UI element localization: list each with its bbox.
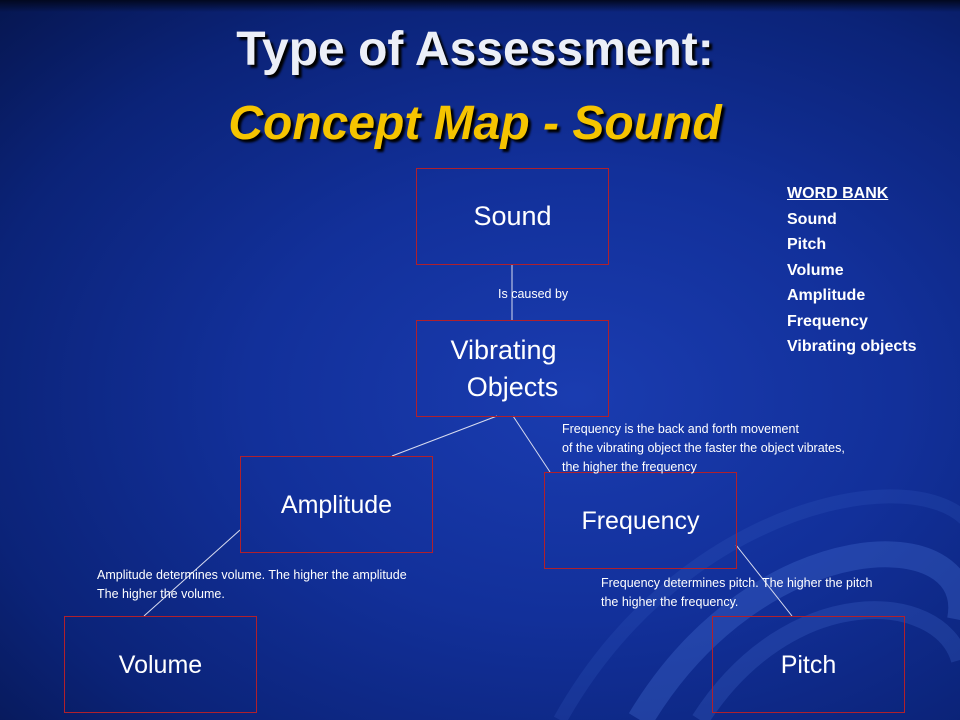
word-bank-item: Vibrating objects [787,338,917,355]
node-vibrating-objects: Vibrating Objects [416,320,609,417]
slide-title-line2: Concept Map - Sound [228,97,722,150]
node-frequency: Frequency [544,472,737,569]
node-volume-label: Volume [118,650,203,679]
node-volume: Volume [64,616,257,713]
node-frequency-label: Frequency [581,506,700,535]
link-label-frequency-line3: the higher the frequency [562,460,697,474]
node-amplitude: Amplitude [240,456,433,553]
link-label-amplitude-line1: Amplitude determines volume. The higher … [97,568,407,582]
word-bank-item: Sound [787,210,837,228]
connector-amplitude-volume [143,529,241,617]
connector-vibrating-amplitude [391,415,498,457]
word-bank-item: Amplitude [787,287,866,304]
node-amplitude-label: Amplitude [280,490,393,519]
link-label-frequency-definition: Frequency is the back and forth movement… [562,420,845,477]
word-bank: WORD BANK Sound Pitch Volume Amplitude F… [787,181,917,360]
node-pitch-label: Pitch [780,650,837,679]
word-bank-item: Frequency [787,312,868,330]
link-label-caused-by: Is caused by [498,287,569,301]
link-label-frequency-pitch: Frequency determines pitch. The higher t… [601,574,872,612]
node-sound-label: Sound [473,201,552,232]
word-bank-item: Volume [787,261,844,279]
word-bank-title: WORD BANK [787,185,889,202]
link-label-amplitude-line2: The higher the volume. [97,587,225,601]
node-vibrating-label-line2: Objects [466,371,559,402]
link-label-frequency-line1: Frequency is the back and forth movement [562,422,799,436]
node-pitch: Pitch [712,616,905,713]
link-label-pitch-line1: Frequency determines pitch. The higher t… [601,576,873,590]
slide-title-line1: Type of Assessment: [236,23,714,76]
link-label-pitch-line2: the higher the frequency. [601,595,739,609]
top-shadow-bar [0,0,960,12]
word-bank-item: Pitch [787,236,827,253]
node-vibrating-label-line1: Vibrating [450,335,557,366]
link-label-amplitude-volume: Amplitude determines volume. The higher … [97,566,407,604]
connector-vibrating-frequency [512,415,551,473]
node-sound: Sound [416,168,609,265]
link-label-frequency-line2: of the vibrating object the faster the o… [562,441,845,455]
connector-frequency-pitch [735,544,793,617]
